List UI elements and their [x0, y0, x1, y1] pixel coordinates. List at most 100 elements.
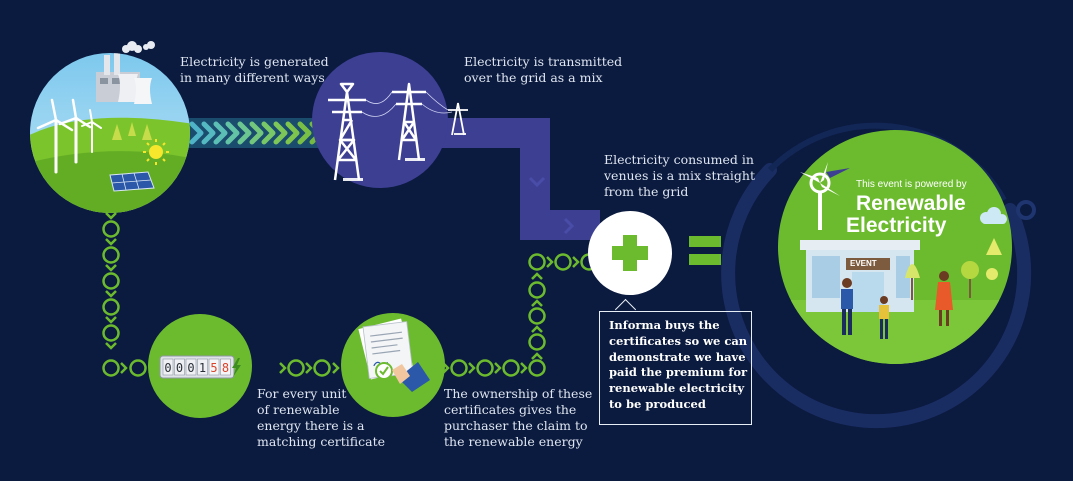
- wind-turbine-icon: [36, 98, 102, 174]
- flow-chevron: [105, 238, 117, 246]
- informa-caption-line: renewable electricity: [609, 381, 745, 396]
- meter-digit: 1: [199, 361, 206, 375]
- ownership-caption-line: purchaser the claim to: [444, 418, 588, 433]
- generation-to-grid-arrows: [186, 118, 326, 148]
- flow-chevron: [531, 272, 543, 280]
- ownership-caption-line: the renewable energy: [444, 434, 583, 449]
- transmission-caption-line: over the grid as a mix: [464, 70, 603, 85]
- chain-dot: [102, 220, 120, 238]
- chain-dot: [476, 359, 494, 377]
- event-sign: EVENT: [850, 259, 877, 268]
- meter-digit: 5: [210, 361, 217, 375]
- lightning-icon: [232, 358, 241, 377]
- equals-icon: [689, 236, 721, 265]
- meter-digit-cell: [185, 358, 197, 376]
- chain-dot: [528, 253, 546, 271]
- flow-chevron: [105, 264, 117, 272]
- flow-chevron: [531, 325, 543, 333]
- headline-renewable: Renewable: [856, 192, 966, 215]
- chain-dot: [102, 359, 120, 377]
- flow-chevron: [494, 362, 502, 374]
- consumption-caption-line: Electricity consumed in: [604, 152, 754, 167]
- cloud-icon: [980, 207, 1007, 224]
- certificate-circle: [341, 313, 445, 417]
- chain-dot: [129, 359, 147, 377]
- chain-dot: [502, 359, 520, 377]
- person-icon: [841, 271, 953, 339]
- informa-caption-line: to be produced: [609, 396, 706, 411]
- plus-icon: [588, 211, 672, 295]
- ownership-caption-line: certificates gives the: [444, 402, 577, 417]
- meter-digit: 0: [176, 361, 183, 375]
- grid-flow-path: [372, 118, 600, 240]
- meter-digit-cell: [197, 358, 208, 376]
- power-plant-icon: [96, 53, 152, 104]
- certificate-caption-line: of renewable: [257, 402, 340, 417]
- certificate-caption-line: For every unit: [257, 386, 347, 401]
- informa-caption-line: certificates so we can: [609, 333, 748, 348]
- flow-chevron: [105, 290, 117, 298]
- cloud-icon: [122, 41, 155, 53]
- chain-dot: [102, 246, 120, 264]
- chain-dot: [528, 333, 546, 351]
- chain-dot: [528, 359, 546, 377]
- transmission-caption-line: Electricity is transmitted: [464, 54, 623, 69]
- informa-caption-line: demonstrate we have: [609, 349, 746, 364]
- chain-dot: [528, 307, 546, 325]
- chain-dot: [450, 359, 468, 377]
- flow-chevron: [105, 342, 117, 350]
- event-circle: [721, 122, 1036, 429]
- meter-digit: 8: [222, 361, 229, 375]
- meter-digit-cell: [208, 358, 220, 376]
- chain-dot: [554, 253, 572, 271]
- ownership-caption-line: The ownership of these: [444, 386, 593, 401]
- flow-chevron: [332, 362, 340, 374]
- wind-turbine-logo-icon: [800, 162, 850, 230]
- meter-digit-cell: [220, 358, 231, 376]
- powered-by-text: This event is powered by: [856, 179, 967, 190]
- consumption-caption-line: venues is a mix straight: [604, 168, 755, 183]
- chain-dot: [102, 272, 120, 290]
- meter-digit-cell: [174, 358, 185, 376]
- stamp-icon: [375, 362, 393, 380]
- transmission-circle: [312, 52, 468, 188]
- flow-chevron: [520, 362, 528, 374]
- certificate-icon: [358, 318, 414, 380]
- chain-dot: [102, 324, 120, 342]
- generation-circle: [30, 53, 190, 213]
- flow-chevron: [531, 352, 543, 360]
- certificate-caption-line: matching certificate: [257, 434, 386, 449]
- flow-chevron: [305, 362, 313, 374]
- chain-dot: [287, 359, 305, 377]
- headline-electricity: Electricity: [846, 214, 947, 237]
- chain-dot: [528, 281, 546, 299]
- flow-chevron: [546, 256, 554, 268]
- flow-chevron: [105, 316, 117, 324]
- meter-digit-cell: [162, 358, 174, 376]
- generation-caption-line: Electricity is generated: [180, 54, 329, 69]
- solar-panel-icon: [109, 171, 155, 192]
- consumption-caption-line: from the grid: [604, 184, 689, 199]
- chain-dot: [313, 359, 331, 377]
- sun-icon: [143, 139, 169, 165]
- generation-caption-line: in many different ways: [180, 70, 325, 85]
- flow-chevron: [120, 362, 128, 374]
- flow-chevron: [531, 299, 543, 307]
- meter-digit: 0: [164, 361, 171, 375]
- flow-chevron: [279, 362, 287, 374]
- informa-caption-line: Informa buys the: [609, 318, 720, 332]
- flow-chevron: [105, 212, 117, 220]
- pylon-icon: [328, 82, 366, 181]
- informa-caption-line: paid the premium for: [609, 365, 748, 380]
- chain-dot: [102, 298, 120, 316]
- flow-chevron: [572, 256, 580, 268]
- flow-chevron: [468, 362, 476, 374]
